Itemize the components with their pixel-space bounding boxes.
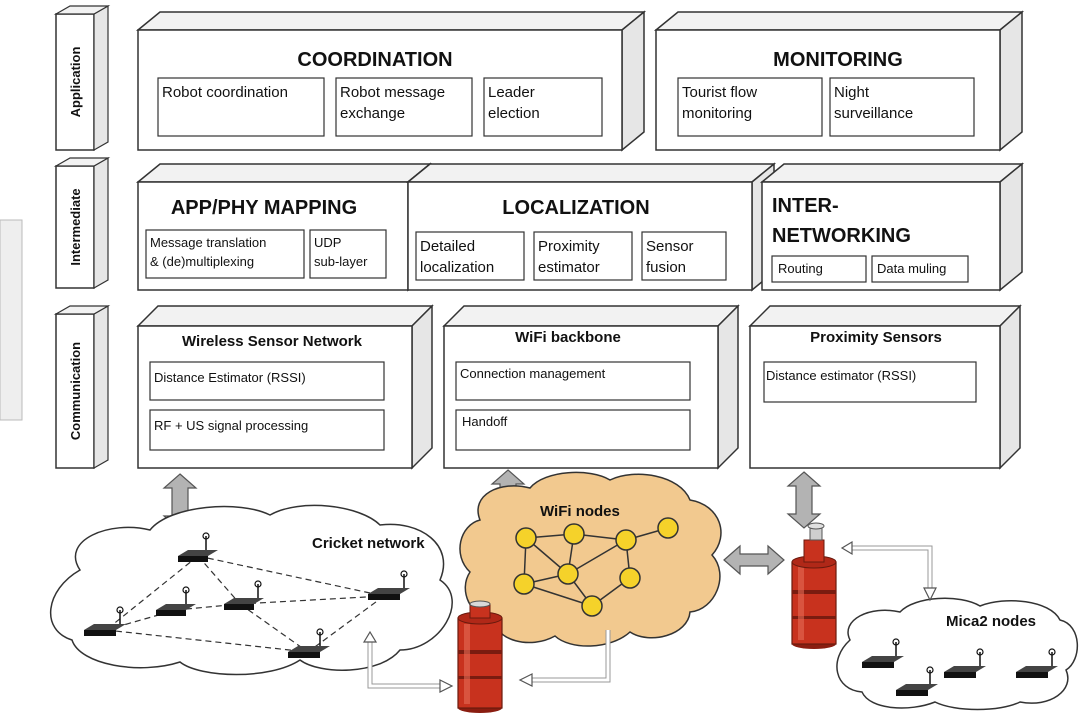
- cricket-node: [224, 580, 264, 610]
- wsn-title: Wireless Sensor Network: [182, 333, 363, 350]
- wifi-node: [557, 563, 579, 585]
- localization-item-box: [533, 231, 633, 281]
- wifi-nodes-cloud: WiFi nodes: [459, 471, 722, 647]
- wsn-module: Wireless Sensor Network Distance Estimat…: [136, 304, 434, 470]
- internetworking-module: INTER- NETWORKING Routing Data muling: [759, 162, 1025, 292]
- app-phy-item-box: [309, 229, 387, 279]
- proximity-item-1: Distance estimator (RSSI): [766, 368, 916, 383]
- mica2-node: [862, 638, 904, 668]
- wifi-item-1: Connection management: [460, 366, 606, 381]
- wifi-node: [563, 523, 585, 545]
- coordination-item-box: [335, 77, 473, 137]
- side-tab: [0, 219, 23, 421]
- layer-text-intermediate: Intermediate: [68, 188, 83, 265]
- cricket-network-cloud: Cricket network: [49, 504, 453, 676]
- app-phy-item-box: [145, 229, 305, 279]
- layer-text-application: Application: [68, 47, 83, 118]
- mica2-node: [896, 666, 938, 696]
- internetworking-title-line1: INTER-: [772, 195, 839, 217]
- robot-icon: [791, 522, 837, 649]
- wifi-node: [581, 595, 603, 617]
- wsn-item-1: Distance Estimator (RSSI): [154, 370, 306, 385]
- wifi-nodes-label: WiFi nodes: [540, 503, 620, 520]
- internetworking-item-1: Routing: [778, 261, 823, 276]
- wifi-item-box: [455, 409, 691, 451]
- wsn-item-box: [149, 409, 385, 451]
- wifi-backbone-title: WiFi backbone: [515, 329, 621, 346]
- wifi-item-box: [455, 361, 691, 401]
- localization-title: LOCALIZATION: [502, 197, 649, 219]
- layer-text-communication: Communication: [68, 342, 83, 440]
- mica2-nodes-label: Mica2 nodes: [946, 613, 1036, 630]
- wifi-node: [515, 527, 537, 549]
- layer-label-intermediate: Intermediate: [53, 156, 111, 290]
- cricket-node: [156, 586, 196, 616]
- connector-robot-to-mica2: [840, 540, 937, 602]
- mica2-node: [944, 648, 986, 678]
- localization-item-box: [415, 231, 525, 281]
- cricket-node: [178, 532, 218, 562]
- monitoring-title: MONITORING: [773, 49, 903, 71]
- coordination-item-1: Robot coordination: [162, 84, 288, 101]
- monitoring-item-box: [677, 77, 823, 137]
- wsn-item-2: RF + US signal processing: [154, 418, 308, 433]
- app-phy-mapping-title: APP/PHY MAPPING: [171, 197, 357, 219]
- internetworking-item-2: Data muling: [877, 261, 946, 276]
- monitoring-item-box: [829, 77, 975, 137]
- wifi-item-2: Handoff: [462, 414, 508, 429]
- internetworking-item-box: [871, 255, 969, 283]
- mica2-nodes-cloud: Mica2 nodes: [836, 597, 1079, 711]
- coordination-title: COORDINATION: [297, 49, 452, 71]
- internetworking-item-box: [771, 255, 867, 283]
- layer-label-application: Application: [53, 4, 111, 152]
- layer-label-communication: Communication: [53, 304, 111, 470]
- cricket-node: [368, 570, 410, 600]
- localization-item-box: [641, 231, 727, 281]
- coordination-module: COORDINATION Robot coordination Robot me…: [135, 10, 647, 152]
- app-phy-item-1: Message translation& (de)multiplexing: [150, 235, 266, 269]
- wifi-node: [619, 567, 641, 589]
- proximity-sensors-module: Proximity Sensors Distance estimator (RS…: [748, 304, 1022, 470]
- cricket-network-label: Cricket network: [312, 535, 425, 552]
- connector-wifi-to-robot: [518, 630, 611, 687]
- internetworking-title-line2: NETWORKING: [772, 225, 911, 247]
- wifi-node: [657, 517, 679, 539]
- wsn-item-box: [149, 361, 385, 401]
- proximity-sensors-title: Proximity Sensors: [810, 329, 942, 346]
- arrow-wifi-to-robot: [723, 544, 785, 576]
- app-phy-mapping-module: APP/PHY MAPPING Message translation& (de…: [135, 162, 433, 292]
- wifi-node: [513, 573, 535, 595]
- wifi-node: [615, 529, 637, 551]
- mica2-node: [1016, 648, 1058, 678]
- connector-cricket-to-robot: [362, 630, 454, 693]
- cricket-node: [288, 628, 330, 658]
- coordination-item-box: [483, 77, 603, 137]
- proximity-item-box: [763, 361, 977, 403]
- coordination-item-box: [157, 77, 325, 137]
- wifi-backbone-module: WiFi backbone Connection management Hand…: [442, 304, 740, 470]
- cricket-node: [84, 606, 126, 636]
- arrow-proximity-to-robot: [786, 471, 822, 529]
- robot-icon: [457, 600, 503, 713]
